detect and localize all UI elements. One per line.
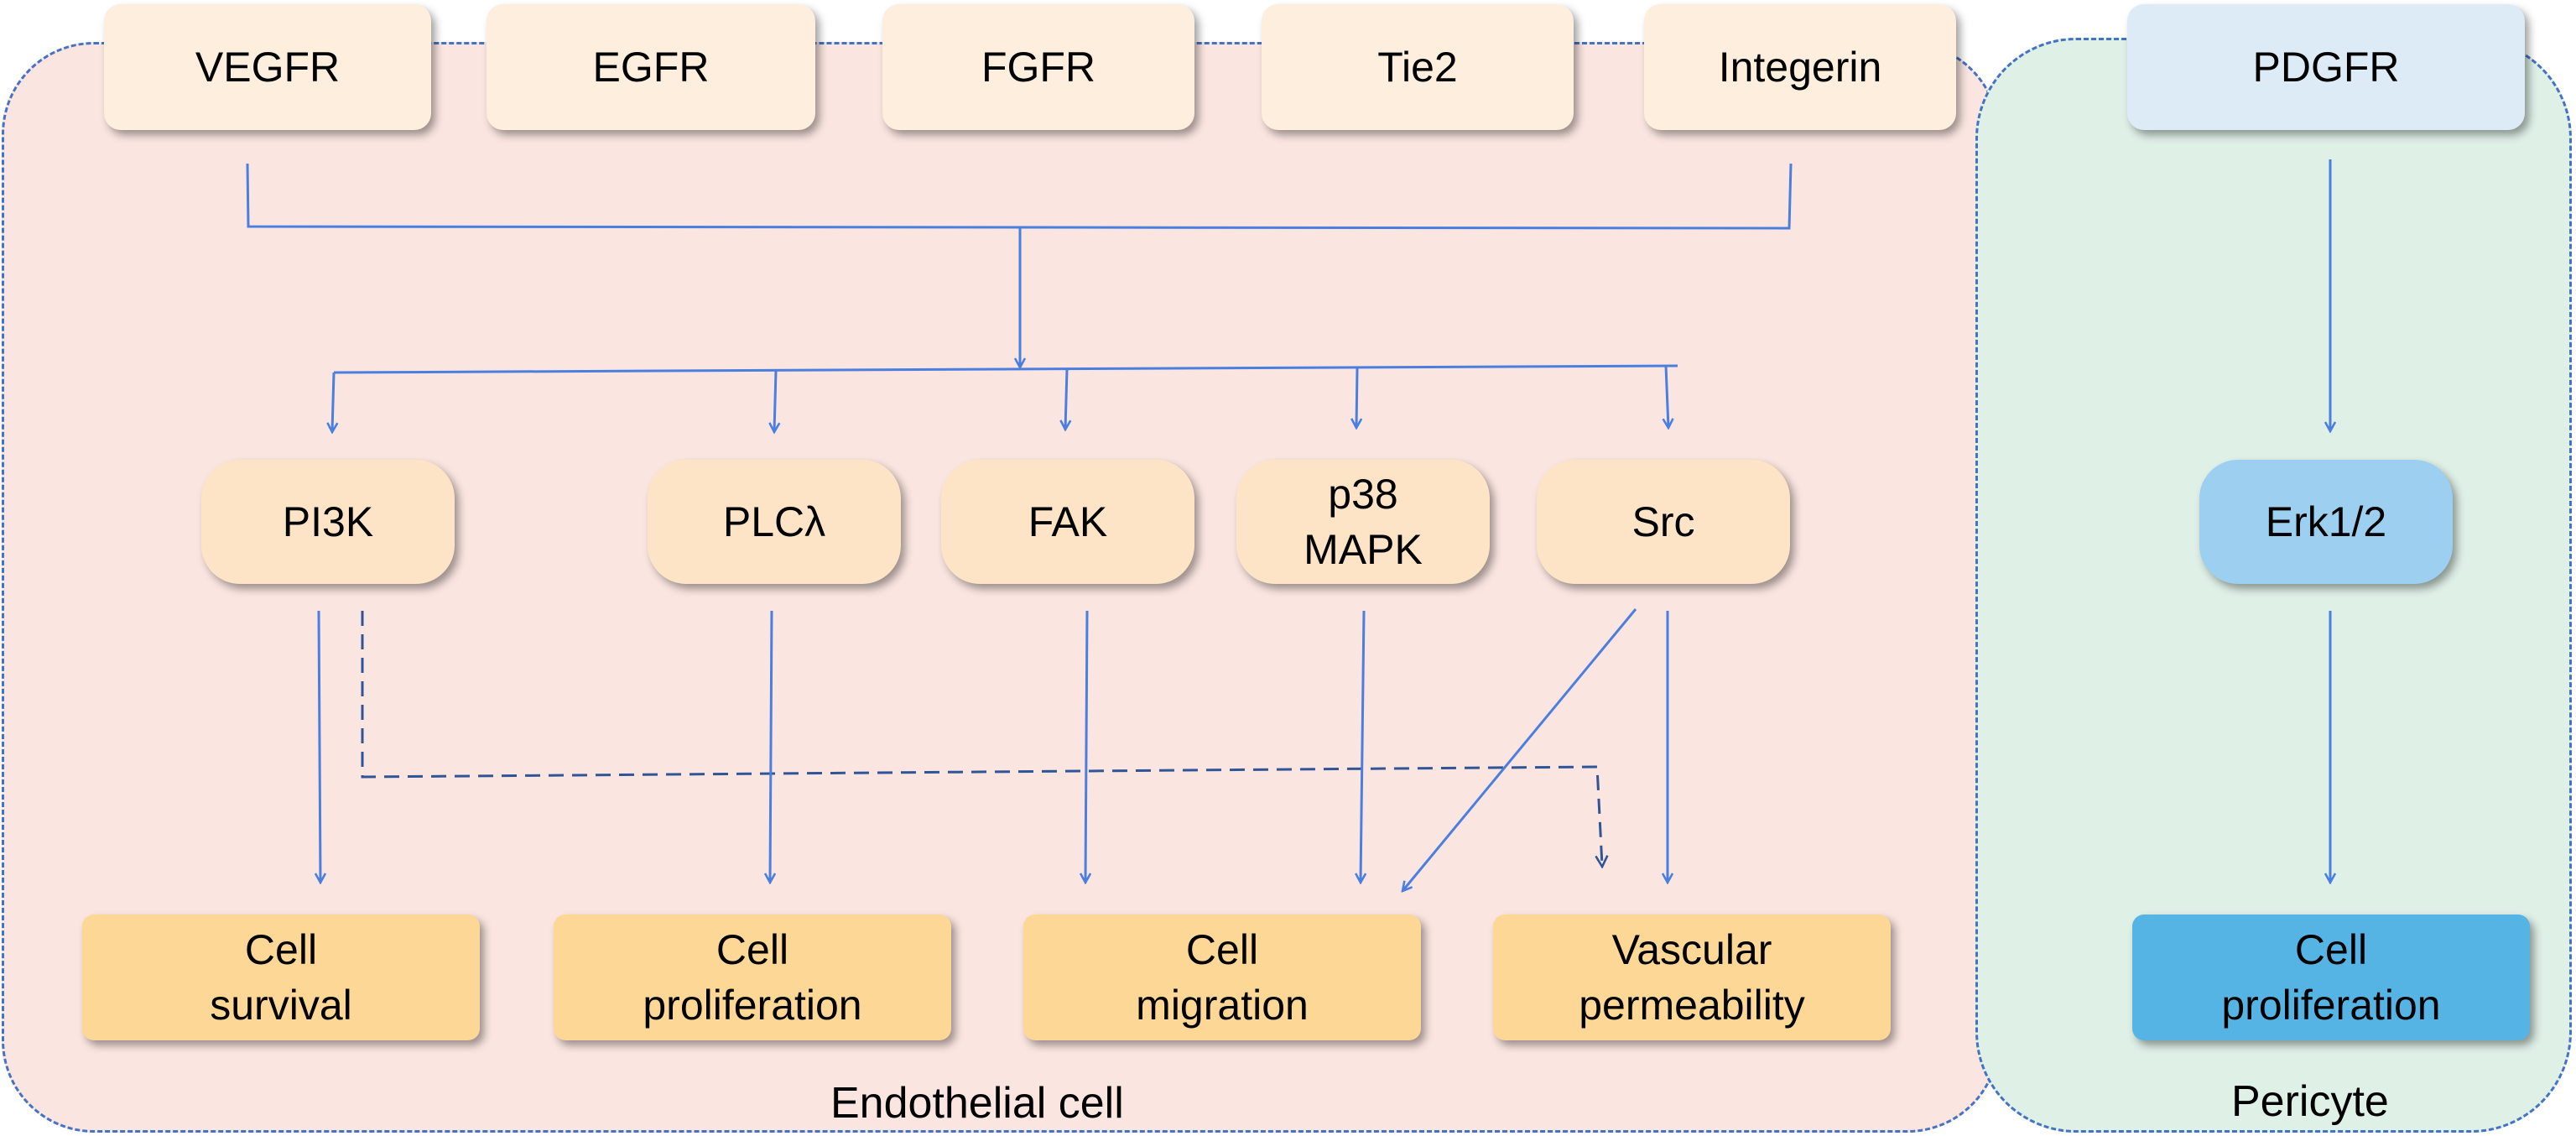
pi3k-to-permeability-dashed-arrow bbox=[361, 611, 1602, 866]
p38-to-migration-arrow bbox=[1361, 610, 1364, 883]
pdgfr-node: PDGFR bbox=[2127, 4, 2525, 130]
fak-node: FAK bbox=[941, 460, 1194, 584]
plc-node: PLCλ bbox=[648, 460, 901, 584]
to-src-arrow bbox=[1666, 365, 1668, 428]
src-label: Src bbox=[1631, 498, 1695, 545]
to-fak-arrow bbox=[1065, 368, 1067, 430]
pericyte-label: Pericyte bbox=[2231, 1077, 2389, 1126]
erk-label: Erk1/2 bbox=[2265, 498, 2387, 545]
vegfr-node: VEGFR bbox=[104, 4, 431, 130]
receptor-bracket bbox=[246, 163, 1793, 230]
fgfr-node: FGFR bbox=[882, 4, 1194, 130]
to-p38-arrow bbox=[1356, 367, 1357, 428]
survival-node: Cell survival bbox=[82, 915, 480, 1040]
pi3k-label: PI3K bbox=[282, 498, 374, 545]
kinase-distribution-bar bbox=[333, 364, 1678, 374]
plc-label: PLCλ bbox=[722, 498, 826, 545]
erk-node: Erk1/2 bbox=[2199, 460, 2453, 584]
fak-label: FAK bbox=[1028, 498, 1108, 545]
permeability-label: Vascular permeability bbox=[1579, 926, 1805, 1029]
to-plc-arrow bbox=[774, 370, 776, 432]
egfr-label: EGFR bbox=[592, 44, 710, 91]
integerin-label: Integerin bbox=[1718, 44, 1882, 91]
src-to-migration-arrow bbox=[1402, 608, 1637, 891]
p38-node: p38 MAPK bbox=[1236, 460, 1490, 584]
permeability-node: Vascular permeability bbox=[1493, 915, 1891, 1040]
pdgfr-label: PDGFR bbox=[2252, 44, 2400, 91]
migration-node: Cell migration bbox=[1023, 915, 1421, 1040]
integerin-node: Integerin bbox=[1644, 4, 1956, 130]
src-node: Src bbox=[1537, 460, 1790, 584]
tie2-label: Tie2 bbox=[1377, 44, 1458, 91]
peri-proliferation-node: Cell proliferation bbox=[2132, 915, 2530, 1040]
pi3k-node: PI3K bbox=[201, 460, 455, 584]
migration-label: Cell migration bbox=[1136, 926, 1309, 1029]
p38-label: p38 MAPK bbox=[1304, 471, 1423, 573]
proliferation-label: Cell proliferation bbox=[643, 926, 862, 1029]
fgfr-label: FGFR bbox=[981, 44, 1096, 91]
fak-to-migration-arrow bbox=[1085, 610, 1087, 883]
pi3k-to-survival-arrow bbox=[319, 610, 320, 883]
survival-label: Cell survival bbox=[210, 926, 352, 1029]
proliferation-node: Cell proliferation bbox=[554, 915, 951, 1040]
vegfr-label: VEGFR bbox=[195, 44, 341, 91]
tie2-node: Tie2 bbox=[1262, 4, 1574, 130]
egfr-node: EGFR bbox=[487, 4, 815, 130]
to-pi3k-arrow bbox=[332, 372, 334, 432]
endothelial-cell-label: Endothelial cell bbox=[830, 1079, 1124, 1128]
peri-proliferation-label: Cell proliferation bbox=[2221, 926, 2441, 1029]
plc-to-proliferation-arrow bbox=[770, 610, 772, 883]
